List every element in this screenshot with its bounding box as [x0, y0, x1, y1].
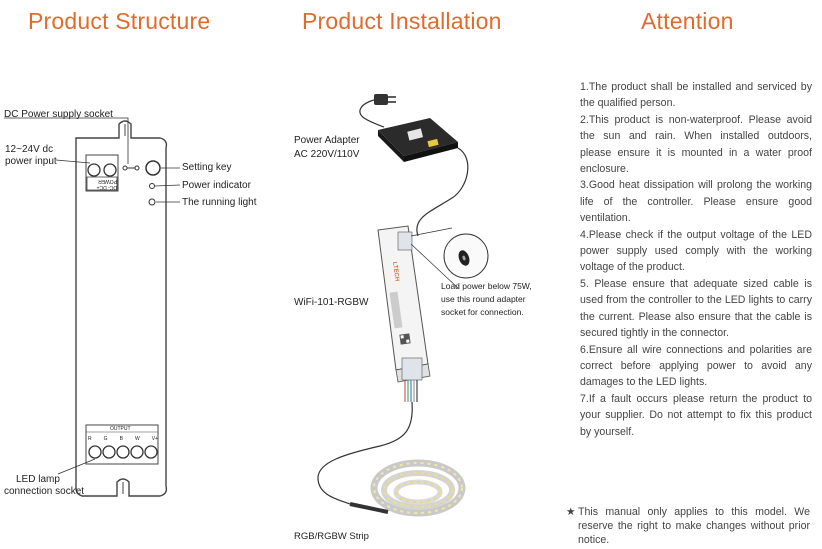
attention-heading: Attention	[641, 8, 734, 34]
power-indicator-icon	[149, 183, 155, 189]
attention-item-2: 2.This product is non-waterproof. Please…	[580, 113, 812, 176]
attention-item-7: 7.If a fault occurs please return the pr…	[580, 392, 812, 438]
attention-item-4: 4.Please check if the output voltage of …	[580, 228, 812, 274]
attention-item-3: 3.Good heat dissipation will prolong the…	[580, 179, 812, 225]
running-light-label: The running light	[182, 197, 257, 208]
dc-input-label-line2: power input	[5, 156, 57, 167]
dc-power-socket-label: DC Power supply socket	[4, 109, 113, 120]
attention-item-5: 5. Please ensure that adequate sized cab…	[580, 277, 812, 340]
attention-item-1: 1.The product shall be installed and ser…	[580, 81, 812, 110]
output-pin-b: B	[119, 436, 123, 442]
controller-model-label: WiFi-101-RGBW	[294, 297, 369, 308]
load-power-note-line3: socket for connection.	[441, 307, 524, 317]
output-pin-r: R	[88, 436, 92, 442]
setting-key-icon	[145, 160, 161, 176]
attention-item-6: 6.Ensure all wire connections and polari…	[580, 343, 812, 389]
footnote-text: This manual only applies to this model. …	[578, 506, 810, 546]
output-pin-vplus: V+	[151, 436, 158, 442]
power-terminal-right	[103, 163, 117, 177]
product-structure-heading: Product Structure	[28, 8, 211, 34]
setting-key-label: Setting key	[182, 162, 232, 173]
dc-socket-icon	[122, 165, 128, 171]
power-adapter-label-line2: AC 220V/110V	[294, 149, 360, 160]
output-terminal-tag: OUTPUT	[110, 426, 131, 432]
led-strip-label: RGB/RGBW Strip	[294, 531, 369, 542]
load-power-note-line1: Load power below 75W,	[441, 281, 532, 291]
brand-logo: LTECH	[391, 261, 400, 281]
footnote: ★This manual only applies to this model.…	[566, 505, 812, 547]
led-lamp-label-line1: LED lamp	[16, 474, 60, 485]
load-power-note-line2: use this round adapter	[441, 294, 526, 304]
power-terminal-left	[87, 163, 101, 177]
wifi-controller-icon: LTECH	[377, 225, 431, 383]
dc-input-label-line1: 12~24V dc	[5, 144, 54, 155]
power-adapter-label-line1: Power Adapter	[294, 135, 360, 146]
power-indicator-label: Power indicator	[182, 180, 251, 191]
running-light-icon	[148, 198, 156, 206]
power-plug-icon	[359, 94, 396, 128]
led-lamp-label-line2: connection socket	[4, 486, 85, 497]
power-adapter-icon	[378, 118, 458, 162]
output-pin-w: W	[134, 436, 140, 442]
output-pin-labels: R G B W V+	[88, 436, 158, 442]
output-pin-g: G	[103, 436, 108, 442]
power-terminal-pins: DC- DC+	[96, 184, 117, 190]
controller-outline	[75, 120, 168, 497]
led-strip-reel-icon	[349, 459, 466, 517]
star-icon: ★	[566, 506, 576, 518]
product-installation-heading: Product Installation	[302, 8, 502, 34]
attention-list: 1.The product shall be installed and ser…	[580, 79, 812, 440]
